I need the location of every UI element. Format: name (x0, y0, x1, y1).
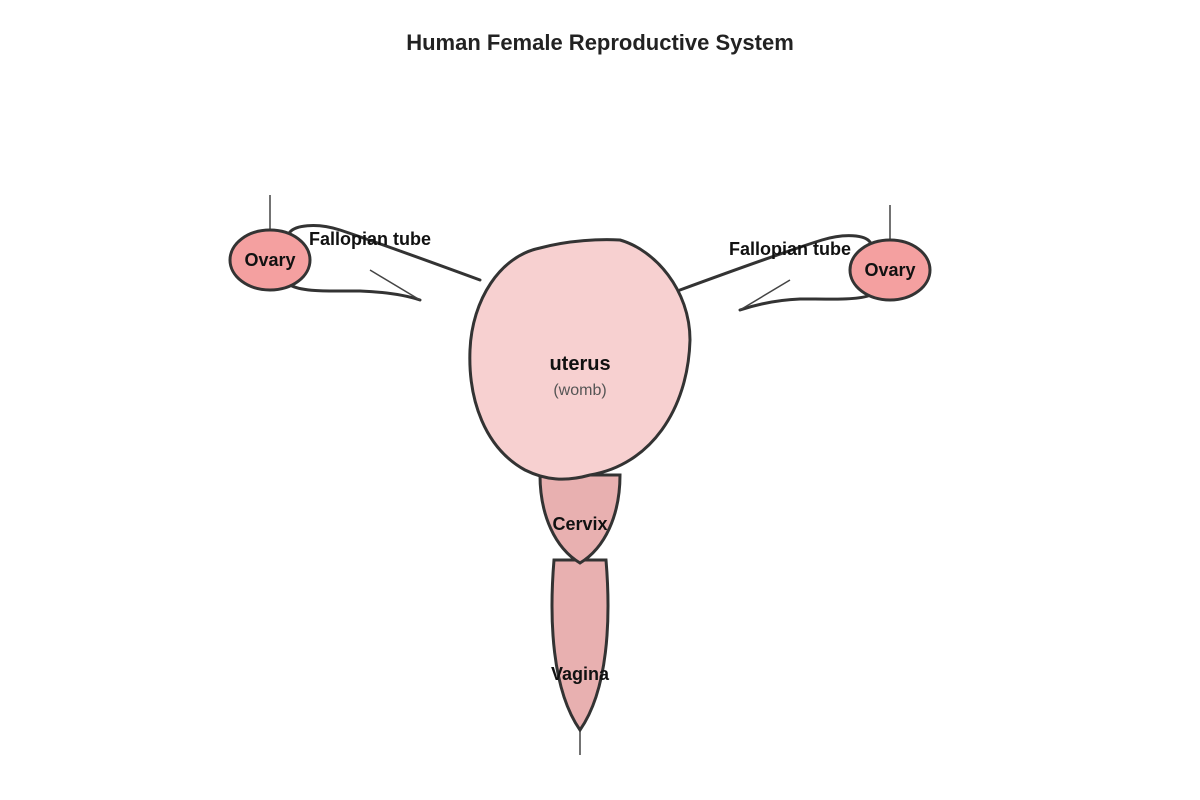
vagina-shape (550, 558, 610, 733)
uterus-label: uterus (549, 353, 610, 375)
fallopian-tube-right-label: Fallopian tube (729, 239, 851, 259)
uterus-sublabel: (womb) (553, 382, 606, 399)
cervix-shape (538, 473, 622, 565)
uterus-shape (468, 238, 692, 481)
ovary-left-label: Ovary (244, 250, 295, 270)
ovary-left-shape (228, 228, 312, 292)
ovary-right-label: Ovary (864, 260, 915, 280)
cervix-label: Cervix (552, 514, 607, 534)
ovary-right-shape (848, 238, 932, 302)
fallopian-tube-left-label: Fallopian tube (309, 229, 431, 249)
fallopian-tube-right (678, 234, 872, 312)
diagram-title: Human Female Reproductive System (406, 30, 794, 55)
vagina-label: Vagina (551, 664, 610, 684)
fallopian-tube-left (288, 224, 482, 302)
